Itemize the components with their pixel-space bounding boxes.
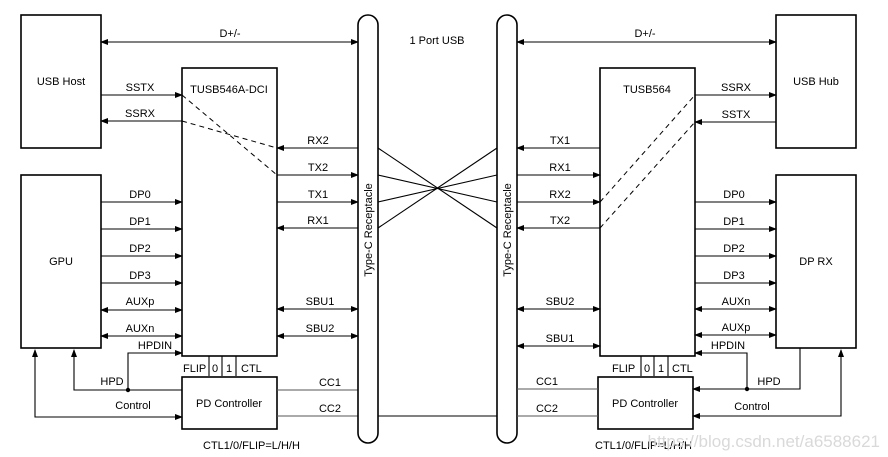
left-rx1-label: RX1 xyxy=(307,215,328,227)
right-rx1-label: RX1 xyxy=(549,162,570,174)
left-ctl-pin: CTL xyxy=(241,363,262,375)
left-pin-0: 0 xyxy=(212,363,218,375)
left-tx2-label: TX2 xyxy=(308,162,328,174)
left-dp0-label: DP0 xyxy=(129,189,150,201)
gpu-label: GPU xyxy=(49,256,73,268)
left-d-line-label: D+/- xyxy=(219,28,240,40)
left-sbu2-label: SBU2 xyxy=(306,323,335,335)
left-hpdin-label: HPDIN xyxy=(138,340,172,352)
dp-rx-block: DP RX xyxy=(775,174,857,349)
right-rx2-label: RX2 xyxy=(549,189,570,201)
left-dp2-label: DP2 xyxy=(129,243,150,255)
left-cc1-label: CC1 xyxy=(319,377,341,389)
right-auxp-label: AUXp xyxy=(722,322,751,334)
left-hpd-label: HPD xyxy=(100,376,123,388)
right-tx1-label: TX1 xyxy=(550,135,570,147)
right-receptacle-label: Type-C Receptacle xyxy=(502,183,514,277)
right-hpd-label: HPD xyxy=(757,376,780,388)
tusb546a-dci-label: TUSB546A-DCI xyxy=(190,84,268,96)
right-hpd-junction xyxy=(744,386,750,392)
right-control-line xyxy=(692,349,844,419)
right-pd-controller-label: PD Controller xyxy=(612,398,678,410)
right-dp3-label: DP3 xyxy=(723,270,744,282)
left-ctl-setting: CTL1/0/FLIP=L/H/H xyxy=(203,440,300,452)
right-sbu2-label: SBU2 xyxy=(546,296,575,308)
right-ctl-pins: FLIP 0 1 CTL xyxy=(612,356,693,376)
right-tx2-label: TX2 xyxy=(550,215,570,227)
left-flip-pin: FLIP xyxy=(183,363,206,375)
left-control-label: Control xyxy=(115,400,150,412)
left-sbu1-label: SBU1 xyxy=(306,296,335,308)
right-type-c-receptacle: Type-C Receptacle xyxy=(496,14,518,444)
left-rx2-label: RX2 xyxy=(307,135,328,147)
usb-host-label: USB Host xyxy=(37,76,85,88)
dp-rx-label: DP RX xyxy=(799,256,833,268)
watermark: https://blog.csdn.net/a6588621 xyxy=(647,432,880,451)
left-mux-path-1 xyxy=(181,94,278,176)
right-auxn-label: AUXn xyxy=(722,296,751,308)
right-sbu1-label: SBU1 xyxy=(546,333,575,345)
left-pd-controller-block: PD Controller xyxy=(181,376,278,430)
right-hpdin-line xyxy=(694,350,748,389)
left-receptacle-label: Type-C Receptacle xyxy=(363,183,375,277)
right-mux-path-2 xyxy=(599,121,696,229)
tusb564-block: TUSB564 xyxy=(599,67,696,357)
right-pin-0: 0 xyxy=(644,363,650,375)
usb-host-block: USB Host xyxy=(20,14,102,149)
center-label: 1 Port USB xyxy=(409,35,464,47)
tusb546a-dci-block: TUSB546A-DCI xyxy=(181,67,278,357)
right-hpdin-label: HPDIN xyxy=(711,340,745,352)
left-type-c-receptacle: Type-C Receptacle xyxy=(357,14,379,444)
left-ctl-pins: FLIP 0 1 CTL xyxy=(183,356,262,376)
left-pd-controller-label: PD Controller xyxy=(196,398,262,410)
right-pd-controller-block: PD Controller xyxy=(597,376,694,430)
left-sstx-label: SSTX xyxy=(126,82,155,94)
left-pin-1: 1 xyxy=(226,363,232,375)
gpu-block: GPU xyxy=(20,174,102,349)
right-dp0-label: DP0 xyxy=(723,189,744,201)
left-dp3-label: DP3 xyxy=(129,270,150,282)
right-dp1-label: DP1 xyxy=(723,216,744,228)
right-flip-pin: FLIP xyxy=(612,363,635,375)
right-ctl-setting: CTL1/0/FLIP=L/H/H xyxy=(595,440,692,452)
left-auxn-label: AUXn xyxy=(126,323,155,335)
right-mux-path-1 xyxy=(599,94,696,203)
right-cc2-label: CC2 xyxy=(536,403,558,415)
tusb564-label: TUSB564 xyxy=(623,84,671,96)
right-cc1-label: CC1 xyxy=(536,376,558,388)
usb-hub-label: USB Hub xyxy=(793,76,839,88)
left-ssrx-label: SSRX xyxy=(125,108,156,120)
left-cc2-label: CC2 xyxy=(319,403,341,415)
left-tx1-label: TX1 xyxy=(308,189,328,201)
left-dp1-label: DP1 xyxy=(129,216,150,228)
left-hpd-junction xyxy=(125,387,131,393)
left-auxp-label: AUXp xyxy=(126,296,155,308)
right-dp2-label: DP2 xyxy=(723,243,744,255)
left-hpdin-line xyxy=(127,350,183,390)
right-ctl-pin: CTL xyxy=(672,363,693,375)
right-sstx-label: SSTX xyxy=(722,109,751,121)
left-mux-path-2 xyxy=(181,120,278,149)
right-pin-1: 1 xyxy=(658,363,664,375)
right-control-label: Control xyxy=(734,401,769,413)
cable-crossover xyxy=(377,147,498,417)
right-ssrx-label: SSRX xyxy=(721,82,752,94)
usb-hub-block: USB Hub xyxy=(775,14,857,149)
right-d-line-label: D+/- xyxy=(634,28,655,40)
left-control-line xyxy=(32,349,183,420)
